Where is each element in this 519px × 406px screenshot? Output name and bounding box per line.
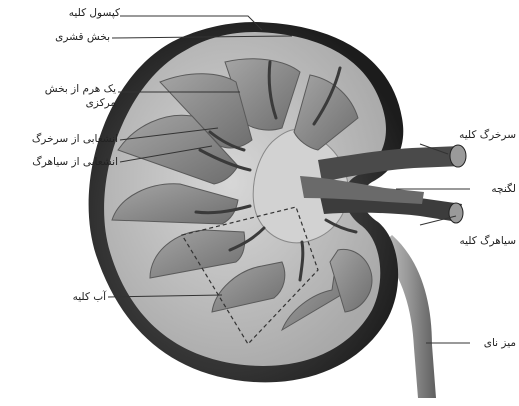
- vessel-opening-artery: [450, 145, 466, 167]
- label-vein-branch: انشعابی از سیاهرگ: [6, 155, 118, 169]
- label-ureter: میز نای: [468, 336, 516, 350]
- label-cortex: بخش قشری: [46, 30, 110, 44]
- label-renal-vein: سیاهرگ کلیه: [444, 234, 516, 248]
- label-medulla-pyramid: یک هرم از بخش مرکزی: [38, 82, 116, 110]
- vessel-opening-vein: [449, 203, 463, 223]
- label-capsule: کپسول کلیه: [56, 6, 120, 20]
- label-pelvis: لگنچه: [472, 182, 516, 196]
- label-artery-branch: انشعابی از سرخرگ: [6, 132, 118, 146]
- label-renal-artery: سرخرگ کلیه: [446, 128, 516, 142]
- label-nephron: آب کلیه: [40, 290, 106, 304]
